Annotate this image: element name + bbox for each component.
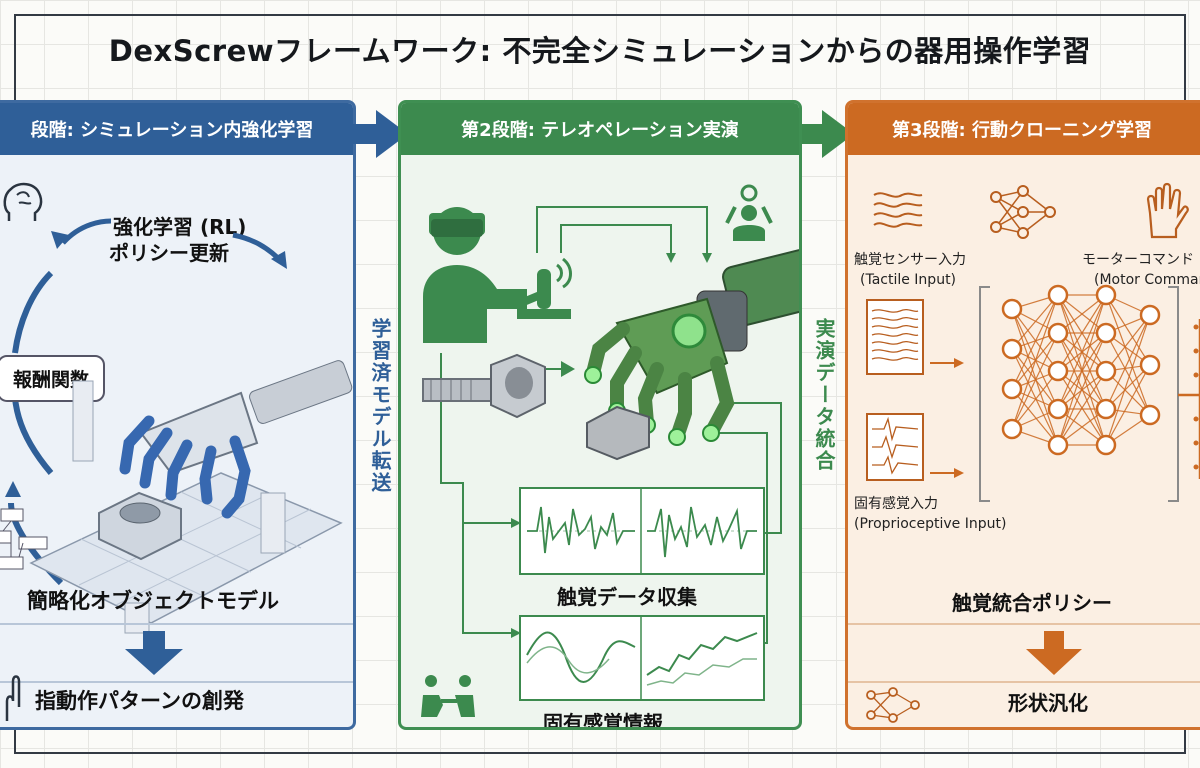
page-title: DexScrewフレームワーク: 不完全シミュレーションからの器用操作学習 (108, 34, 1092, 68)
tactile-input-en: (Tactile Input) (860, 272, 957, 288)
stage1-divider (0, 623, 353, 625)
teleoperator-icon (423, 207, 572, 343)
simulated-robot-hand (29, 360, 353, 634)
down-arrow-orange (1026, 631, 1082, 675)
stage2-to-stage3-arrow (796, 110, 854, 158)
stage3-header: 第3段階: 行動クローニング学習 (848, 103, 1200, 155)
hand-gesture-icon (5, 675, 21, 721)
generalize-label: 形状汎化 (1008, 691, 1088, 715)
data-integration-label: 実演データ統合 (812, 318, 836, 472)
real-robot-hand (584, 248, 799, 461)
rl-label-line1: 強化学習 (RL) (113, 215, 247, 239)
stage2-panel: 第2段階: テレオペレーション実演 (398, 100, 802, 730)
stage1-header: 段階: シミュレーション内強化学習 (0, 103, 353, 155)
proprio-input-en: (Proprioceptive Input) (854, 516, 1007, 532)
model-transfer-label: 学習済モデル転送 (368, 318, 392, 494)
network-icon-top (990, 185, 1056, 239)
stage3-panel: 第3段階: 行動クローニング学習 触覚センサー入力 (Tactile Input… (845, 100, 1200, 730)
stage1-divider-2 (0, 681, 353, 683)
emergence-label: 指動作パターンの創発 (35, 689, 244, 713)
operators-icon (421, 675, 475, 717)
object-model-label: 簡略化オブジェクトモデル (27, 589, 279, 613)
down-arrow (125, 631, 183, 675)
policy-label: 触覚統合ポリシー (952, 591, 1112, 615)
stage3-divider-2 (848, 681, 1200, 683)
proprioception-chart (519, 615, 765, 701)
tactile-input-plot (866, 299, 924, 375)
motor-command-jp: モーターコマンド (1082, 252, 1194, 268)
stage1-to-stage2-arrow (346, 110, 408, 158)
rl-label-line2: ポリシー更新 (109, 241, 229, 265)
bolt-and-nut-image (422, 353, 546, 419)
network-icon-bottom (866, 687, 920, 723)
stage1-panel: 段階: シミュレーション内強化学習 強化学習 (RL) ポリシー更新 報酬関数 (0, 100, 356, 730)
robot-glove-icon (1146, 182, 1189, 239)
collaboration-icon (725, 184, 773, 241)
tactile-data-label: 触覚データ収集 (557, 585, 697, 609)
policy-neural-network (930, 284, 1200, 502)
brain-icon (3, 182, 43, 221)
tactile-input-jp: 触覚センサー入力 (854, 252, 966, 268)
tactile-signal-chart (519, 487, 765, 575)
proprio-info-label: 固有感覚情報 (543, 711, 663, 730)
tactile-waves-icon (873, 192, 923, 228)
proprio-input-jp: 固有感覚入力 (854, 496, 938, 512)
stage2-header: 第2段階: テレオペレーション実演 (401, 103, 799, 155)
motor-command-en: (Motor Command) (1094, 272, 1200, 288)
code-flow-snippet (0, 508, 48, 570)
stage3-divider (848, 623, 1200, 625)
proprio-input-plot (866, 413, 924, 481)
